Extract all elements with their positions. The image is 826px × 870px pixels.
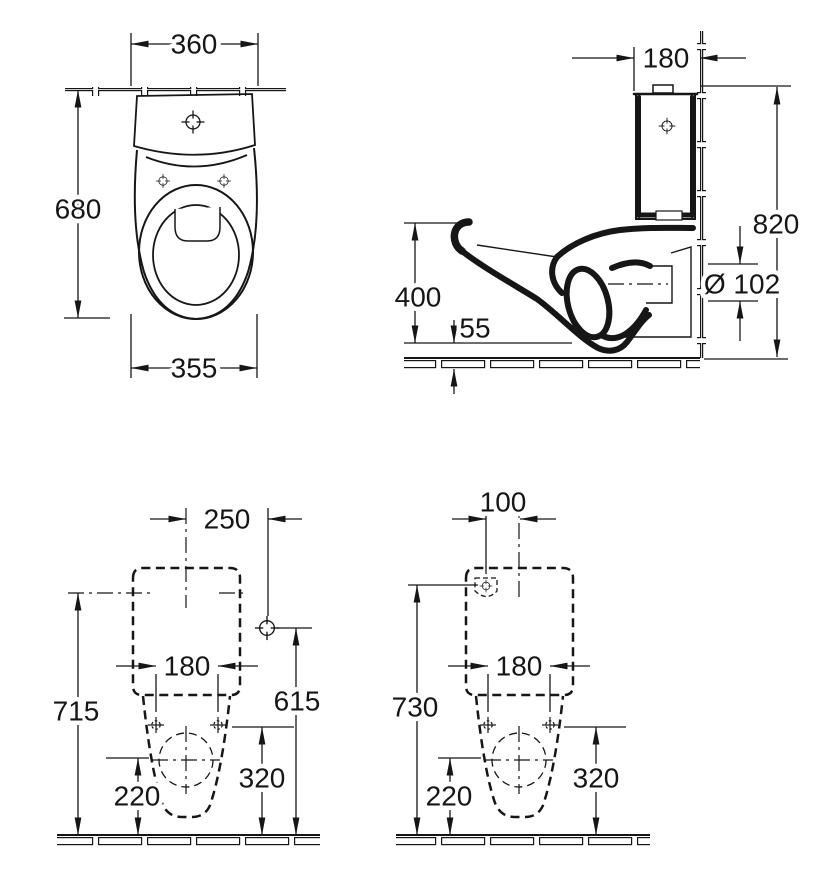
cistern-hole-crosshair-icon: [180, 109, 206, 135]
seat-hole-crosshair-icon: [155, 173, 171, 189]
wall-hatch: [697, 31, 706, 358]
pedestal-back: [613, 246, 692, 338]
dim-front-width-bowl: 355: [171, 353, 218, 384]
supply-hole-icon: [479, 579, 493, 593]
dim-rear-a-outlet-height: 220: [114, 781, 161, 812]
front-rim: [450, 218, 473, 255]
front-view: 360 680 355: [50, 24, 286, 388]
dim-rear-a-height-ref: 715: [53, 696, 100, 727]
dim-front-width-top: 360: [171, 29, 218, 60]
bowl-front-outline: [459, 248, 652, 354]
dim-rear-a-bolt-height: 320: [239, 763, 286, 794]
bowl-rim: [138, 184, 254, 320]
outlet-spigot: [646, 265, 673, 304]
dim-side-outlet-diameter: Ø 102: [704, 269, 780, 300]
cistern-hidden-outline: [464, 566, 575, 697]
flush-valve: [655, 210, 683, 221]
trapway: [563, 265, 613, 341]
cistern-shoulder: [145, 154, 248, 168]
dim-rear-b-supply-height: 730: [392, 692, 439, 723]
dim-side-outlet-offset: 55: [459, 313, 490, 344]
dim-rear-b-supply-offset: 100: [480, 487, 527, 518]
dim-rear-b-outlet-height: 220: [426, 781, 473, 812]
outlet-top: [609, 259, 653, 271]
dim-rear-a-supply-height: 615: [274, 686, 321, 717]
supply-hole-icon: [254, 615, 280, 641]
dim-side-tank-depth: 180: [643, 43, 690, 74]
cistern-hidden-outline: [131, 566, 242, 697]
seat-hole-crosshair-icon: [216, 173, 232, 189]
floor-hatch: [57, 837, 320, 846]
supply-hole-hidden-outline: [474, 577, 498, 598]
trap-top: [554, 224, 696, 260]
pedestal-hidden-outline: [474, 695, 565, 819]
rear-view-b: 100 730 180 220 320: [387, 482, 650, 846]
trap-hook: [549, 254, 565, 296]
flush-button: [652, 84, 674, 94]
dim-side-total-height: 820: [753, 209, 800, 240]
outlet-bottom: [600, 307, 649, 341]
floor-hatch: [404, 360, 700, 369]
dim-front-height: 680: [55, 194, 102, 225]
dim-rear-a-supply-offset: 250: [204, 504, 251, 535]
floor-hatch: [396, 837, 650, 846]
rear-view-a: 250 180 715 615 220 320: [48, 499, 325, 846]
seat-surface: [476, 244, 558, 258]
dim-rear-b-bolt-height: 320: [573, 763, 620, 794]
bowl-inner: [152, 204, 240, 306]
dim-rear-b-bolt-spacing: 180: [496, 651, 543, 682]
flush-inlet: [174, 207, 221, 242]
fixing-hole-icon: [541, 716, 559, 734]
pedestal-hidden-outline: [141, 695, 232, 819]
fixing-hole-icon: [147, 716, 165, 734]
wall-hatch: [65, 87, 286, 96]
cistern-outline: [635, 93, 696, 220]
fixing-hole-icon: [209, 716, 227, 734]
dim-rear-a-bolt-spacing: 180: [164, 651, 211, 682]
dim-side-rim-height: 400: [395, 282, 442, 313]
side-view: 180 820 400 55 Ø 102: [390, 31, 804, 394]
cistern-outline: [133, 93, 256, 156]
fixing-hole-icon: [479, 716, 497, 734]
